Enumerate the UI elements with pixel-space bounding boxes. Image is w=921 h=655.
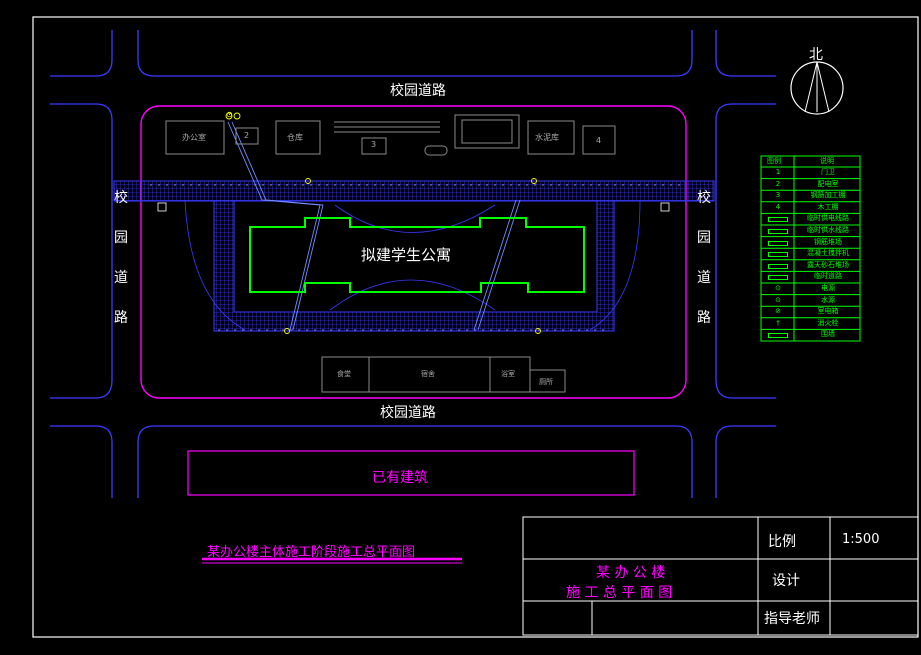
crane-radius-arcs (184, 199, 641, 331)
west-road-label: 校园道路 (114, 190, 128, 326)
site-boundary (140, 105, 687, 399)
design-label: 设计 (772, 573, 800, 589)
water-symbol-icon: ⊙ (226, 110, 233, 119)
office-building (165, 120, 225, 155)
existing-building-label: 已有建筑 (372, 470, 428, 486)
north-arrow-icon (790, 61, 844, 115)
campus-roads (50, 30, 776, 498)
item3-label: 3 (371, 140, 377, 149)
item4-building (582, 125, 616, 155)
scale-value: 1:500 (842, 532, 880, 547)
item3-building (361, 137, 387, 155)
north-label: 北 (809, 47, 823, 63)
item2-building (235, 127, 259, 145)
warehouse-label: 仓库 (287, 133, 303, 142)
legend-header-symbol: 图例 (767, 157, 781, 165)
legend-header-desc: 说明 (820, 157, 834, 165)
legend-row-symbol (762, 237, 794, 249)
project-title-line1: 某 办 公 楼 (596, 565, 666, 581)
cement-building (527, 120, 575, 155)
legend-row-desc: 混凝土搅拌机 (807, 249, 849, 258)
item2-label: 2 (244, 131, 250, 140)
toilet-building (529, 369, 566, 393)
drawing-caption: 某办公楼主体施工阶段施工总平面图 (207, 545, 416, 560)
legend-row-symbol: 1 (775, 168, 781, 176)
shower-label: 浴室 (501, 370, 515, 378)
legend-row-desc: 木工棚 (817, 202, 839, 211)
main-building-label: 拟建学生公寓 (361, 246, 452, 264)
proposed-dormitory (249, 217, 585, 293)
legend-row-symbol (762, 225, 794, 237)
legend-row-symbol: ⊙ (775, 295, 781, 304)
north-road-label: 校园道路 (390, 83, 446, 99)
legend-row-desc: 水源 (821, 295, 835, 304)
canteen-label: 食堂 (337, 370, 351, 378)
legend-row-desc: 临时供电线路 (807, 214, 849, 223)
warehouse-building (275, 120, 321, 155)
scale-label: 比例 (768, 534, 796, 550)
south-road-label: 校园道路 (380, 405, 436, 421)
steel-shed (454, 114, 520, 149)
legend-row-desc: 消火栓 (817, 318, 839, 327)
advisor-label: 指导老师 (764, 611, 820, 627)
legend-row-symbol (762, 260, 794, 272)
drawing-frame (32, 16, 919, 638)
legend-row-symbol: 4 (775, 202, 781, 211)
east-road-label: 校园道路 (697, 190, 711, 326)
office-label: 办公室 (182, 133, 206, 142)
legend-row-desc: 钢筋堆场 (814, 237, 842, 246)
legend-row-symbol: ⊘ (775, 307, 781, 316)
top-facilities (165, 114, 616, 156)
legend-row-symbol: 3 (775, 191, 781, 200)
item4-label: 4 (596, 136, 602, 145)
legend-row-desc: 钢筋加工棚 (810, 191, 846, 200)
legend-table (760, 155, 861, 342)
legend-row-symbol: ⊙ (775, 284, 781, 292)
legend-row-symbol: † (776, 318, 780, 327)
project-title-line2: 施 工 总 平 面 图 (566, 585, 673, 601)
legend-row-desc: 门卫 (821, 168, 835, 176)
legend-row-desc: 露天砂石堆场 (807, 260, 849, 269)
legend-row-symbol (762, 213, 794, 225)
legend-row-desc: 临时供水线路 (807, 226, 849, 234)
existing-building (187, 450, 635, 496)
cement-label: 水泥库 (535, 133, 559, 142)
legend-row-desc: 围墙 (821, 330, 835, 339)
legend-row-desc: 配电室 (817, 179, 839, 188)
legend-row-symbol (762, 329, 794, 341)
power-source-icon (225, 112, 541, 334)
legend-row-symbol: 2 (775, 179, 781, 188)
legend-row-desc: 室电箱 (817, 307, 839, 316)
dorm-label: 宿舍 (421, 370, 435, 378)
legend-row-desc: 电源 (821, 284, 835, 292)
bottom-facilities (321, 356, 566, 393)
legend-row-symbol (762, 271, 794, 283)
toilet-label: 厕所 (539, 378, 553, 386)
title-block (522, 516, 919, 636)
legend-row-desc: 临时道路 (814, 272, 842, 281)
utility-lines (227, 121, 521, 331)
legend-row-symbol (762, 248, 794, 260)
